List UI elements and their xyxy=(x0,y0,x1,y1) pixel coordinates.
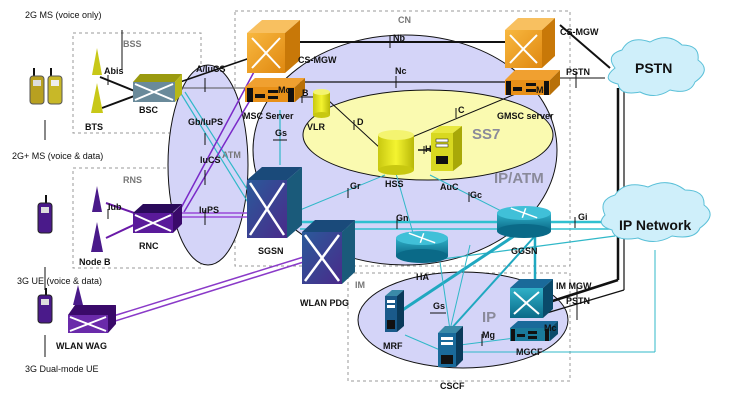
mg-label: Mg xyxy=(482,330,495,340)
b-label: B xyxy=(302,88,309,98)
hss-icon xyxy=(378,130,414,175)
gmsc-server-label: GMSC server xyxy=(497,111,554,121)
bts-icon xyxy=(91,48,103,113)
pstn-cloud xyxy=(607,37,705,96)
ss7-label: SS7 xyxy=(472,126,500,143)
node-b-icon xyxy=(91,186,103,252)
phone-2g-icon xyxy=(29,68,63,105)
cs-mgw-left-label: CS-MGW xyxy=(298,55,337,65)
wlan-wag-icon xyxy=(68,285,116,333)
interface-ticks xyxy=(107,36,578,346)
gs-1-label: Gs xyxy=(275,128,287,138)
ue-3g-label: 3G UE (voice & data) xyxy=(17,276,102,286)
pstn-label: PSTN xyxy=(635,60,672,76)
ha-router-icon xyxy=(396,231,448,263)
iucs-label: IuCS xyxy=(200,155,221,165)
ip-label: IP xyxy=(482,309,496,326)
pstn-2-label: PSTN xyxy=(566,296,590,306)
node-b-label: Node B xyxy=(79,257,111,267)
mrf-icon xyxy=(385,290,404,332)
pstn-1-label: PSTN xyxy=(566,67,590,77)
rnc-icon xyxy=(133,204,182,233)
auc-icon xyxy=(431,126,462,171)
cs-mgw-left-icon xyxy=(247,20,300,73)
bsc-icon xyxy=(133,74,182,102)
cs-mgw-right-icon xyxy=(505,18,555,68)
vlr-icon xyxy=(313,89,330,118)
phone-dual-mode-icon xyxy=(37,288,53,324)
abis-label: Abis xyxy=(104,66,124,76)
mrf-label: MRF xyxy=(383,341,403,351)
vlr-label: VLR xyxy=(307,122,326,132)
bss-label: BSS xyxy=(123,39,142,49)
gs-2-label: Gs xyxy=(433,301,445,311)
im-mgw-icon xyxy=(510,279,553,318)
mc-3-label: Mc xyxy=(544,323,557,333)
phone-3g-icon xyxy=(37,195,53,234)
wlan-pdg-label: WLAN PDG xyxy=(300,298,349,308)
gn-label: Gn xyxy=(396,213,409,223)
ip-network-label: IP Network xyxy=(619,217,691,233)
ggsn-router-icon xyxy=(497,206,551,238)
ha-label: HA xyxy=(416,272,429,282)
mgcf-icon xyxy=(510,321,558,341)
gb-iups-label: Gb/IuPS xyxy=(188,117,223,127)
im-mgw-label: IM MGW xyxy=(556,281,592,291)
iups-label: IuPS xyxy=(199,205,219,215)
gc-label: Gc xyxy=(470,190,482,200)
cscf-label: CSCF xyxy=(440,381,465,391)
sgsn-label: SGSN xyxy=(258,246,284,256)
ue-dual-label: 3G Dual-mode UE xyxy=(25,364,99,374)
nc-label: Nc xyxy=(395,66,407,76)
gr-label: Gr xyxy=(350,181,361,191)
wlan-pdg-icon xyxy=(302,220,355,284)
rns-label: RNS xyxy=(123,175,142,185)
a-iucs-label: A/IuCS xyxy=(196,64,226,74)
cs-mgw-right-label: CS-MGW xyxy=(560,27,599,37)
atm-ellipse xyxy=(167,64,249,266)
msc-server-label: MSC Server xyxy=(243,111,294,121)
ip-atm-label: IP/ATM xyxy=(494,170,544,187)
mc-2-label: Mc xyxy=(536,85,549,95)
ip-network-cloud xyxy=(600,182,711,242)
gmsc-server-icon xyxy=(505,70,560,95)
cscf-icon xyxy=(438,326,463,367)
auc-label: AuC xyxy=(440,182,459,192)
hss-label: HSS xyxy=(385,179,404,189)
iub-label: Iub xyxy=(108,202,122,212)
msc-server-icon xyxy=(245,78,305,102)
nb-label: Nb xyxy=(393,33,405,43)
h-label: H xyxy=(425,144,432,154)
c-label: C xyxy=(458,105,465,115)
ss7-ellipse xyxy=(302,89,554,181)
cn-label: CN xyxy=(398,15,411,25)
atm-label: ATM xyxy=(222,150,241,160)
rnc-label: RNC xyxy=(139,241,159,251)
d-label: D xyxy=(357,117,364,127)
mc-1-label: Mc xyxy=(278,85,291,95)
im-label: IM xyxy=(355,280,365,290)
ms-2g-label: 2G MS (voice only) xyxy=(25,10,102,20)
ms-2g-plus-label: 2G+ MS (voice & data) xyxy=(12,151,103,161)
mgcf-label: MGCF xyxy=(516,347,543,357)
bsc-label: BSC xyxy=(139,105,159,115)
wlan-wag-label: WLAN WAG xyxy=(56,341,107,351)
sgsn-icon xyxy=(247,167,302,238)
bts-label: BTS xyxy=(85,122,103,132)
ggsn-label: GGSN xyxy=(511,246,538,256)
gi-label: Gi xyxy=(578,212,588,222)
